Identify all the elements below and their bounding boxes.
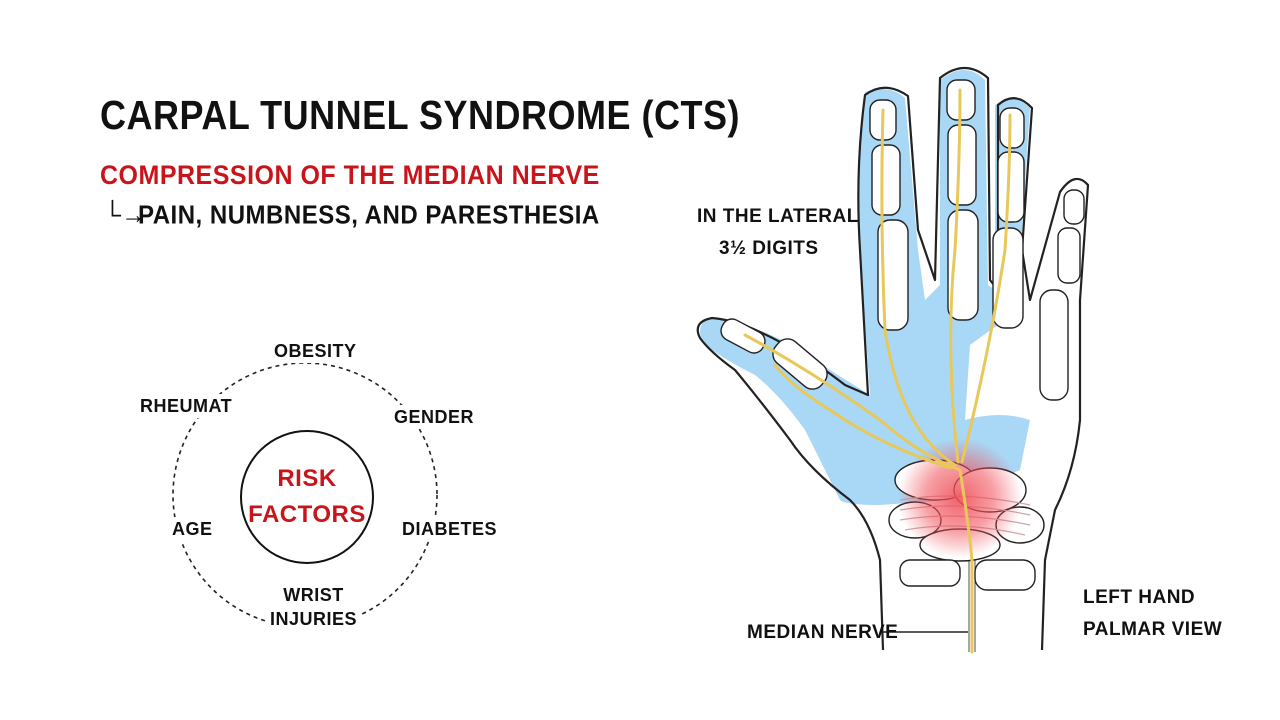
risk-label-age: AGE [168,517,217,541]
risk-center-line1: RISK [277,465,337,492]
page-title: CARPAL TUNNEL SYNDROME (CTS) [100,92,741,138]
median-nerve-branches [743,88,1012,654]
view-label: LEFT HAND PALMAR VIEW [1083,582,1222,646]
view-line2: PALMAR VIEW [1083,619,1223,640]
wrist-line2: INJURIES [270,609,358,629]
risk-label-gender: GENDER [390,405,479,429]
finger-bones [720,79,1085,401]
symptoms-text: PAIN, NUMBNESS, AND PARESTHESIA [138,201,600,231]
lateral-line2: 3½ DIGITS [719,238,819,259]
median-nerve-label: MEDIAN NERVE [747,622,899,643]
risk-label-rheumat: RHEUMAT [136,394,237,418]
lateral-digits-label: IN THE LATERAL 3½ DIGITS [697,201,859,265]
median-nerve-outline [968,560,976,652]
subtitle: COMPRESSION OF THE MEDIAN NERVE [100,160,600,191]
wrist-line1: WRIST [283,585,344,605]
symptoms-row: └→PAIN, NUMBNESS, AND PARESTHESIA [104,201,600,231]
risk-label-wrist-injuries: WRIST INJURIES [266,583,362,631]
median-territory-shading [700,70,1030,505]
risk-center-line2: FACTORS [248,501,366,528]
risk-label-obesity: OBESITY [270,339,361,363]
risk-factors-center: RISK FACTORS [240,430,374,564]
inflammation-glow [898,438,1022,558]
hand-outline [696,66,1090,651]
view-line1: LEFT HAND [1083,587,1196,608]
risk-label-diabetes: DIABETES [398,517,502,541]
lateral-line1: IN THE LATERAL [697,206,859,227]
